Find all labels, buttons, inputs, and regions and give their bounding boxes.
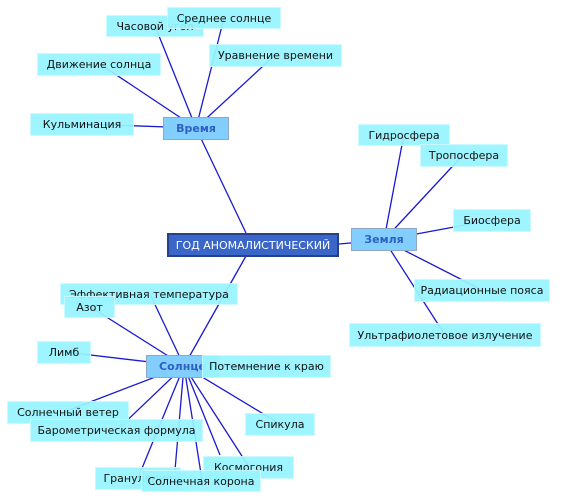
leaf-barometric-formula-label: Барометрическая формула (37, 424, 196, 437)
leaf-radiation-belts-label: Радиационные пояса (420, 284, 544, 297)
edge-sun-cosmogony (183, 365, 250, 468)
edge-time-hour-angle (154, 25, 197, 129)
branch-sun-label: Солнце (159, 360, 206, 373)
leaf-sun-motion-label: Движение солнца (46, 58, 152, 71)
leaf-spicule[interactable]: Спикула (245, 413, 315, 436)
leaf-limb[interactable]: Лимб (37, 341, 91, 364)
leaf-mean-sun[interactable]: Среднее солнце (167, 7, 281, 29)
leaf-spicule-label: Спикула (255, 418, 305, 431)
leaf-solar-wind-label: Солнечный ветер (17, 406, 119, 419)
leaf-limb-darkening[interactable]: Потемнение к краю (202, 355, 331, 378)
leaf-ultraviolet[interactable]: Ультрафиолетовое излучение (349, 323, 541, 347)
branch-earth[interactable]: Земля (351, 228, 417, 251)
branch-time-label: Время (176, 122, 216, 135)
leaf-culmination-label: Кульминация (42, 118, 122, 131)
root-node[interactable]: ГОД АНОМАЛИСТИЧЕСКИЙ (167, 233, 339, 257)
leaf-troposphere-label: Тропосфера (428, 149, 500, 162)
leaf-ultraviolet-label: Ультрафиолетовое излучение (357, 328, 533, 342)
leaf-limb-label: Лимб (48, 346, 80, 359)
edge-earth-troposphere (383, 154, 464, 241)
leaf-radiation-belts[interactable]: Радиационные пояса (414, 279, 550, 302)
leaf-nitrogen[interactable]: Азот (64, 296, 115, 318)
leaf-biosphere-label: Биосфера (463, 214, 521, 227)
leaf-equation-of-time-label: Уравнение времени (217, 49, 334, 62)
edge-sun-extra-2 (183, 365, 221, 456)
edge-root-sun (183, 255, 247, 367)
leaf-solar-wind[interactable]: Солнечный ветер (7, 401, 129, 424)
leaf-hydrosphere[interactable]: Гидросфера (358, 124, 450, 146)
edge-earth-hydrosphere (383, 133, 405, 241)
branch-sun[interactable]: Солнце (146, 355, 219, 378)
edge-sun-efftemp (149, 293, 185, 367)
branch-time[interactable]: Время (163, 117, 229, 140)
leaf-barometric-formula[interactable]: Барометрическая формула (30, 419, 203, 442)
edge-time-equation (195, 54, 276, 129)
edge-root-time (195, 127, 247, 234)
leaf-culmination[interactable]: Кульминация (30, 113, 134, 136)
leaf-limb-darkening-label: Потемнение к краю (209, 360, 324, 373)
leaf-equation-of-time[interactable]: Уравнение времени (209, 44, 342, 67)
leaf-mean-sun-label: Среднее солнце (176, 11, 272, 25)
leaf-solar-corona[interactable]: Солнечная корона (141, 470, 261, 492)
leaf-sun-motion[interactable]: Движение солнца (37, 53, 161, 76)
edge-time-mean-sun (195, 17, 225, 129)
leaf-biosphere[interactable]: Биосфера (453, 209, 531, 232)
edge-sun-extra-1 (174, 365, 185, 471)
branch-earth-label: Земля (364, 233, 404, 246)
leaf-solar-corona-label: Солнечная корона (147, 474, 255, 488)
leaf-nitrogen-label: Азот (76, 300, 103, 314)
leaf-troposphere[interactable]: Тропосфера (420, 144, 508, 167)
root-label: ГОД АНОМАЛИСТИЧЕСКИЙ (175, 238, 331, 252)
leaf-hydrosphere-label: Гидросфера (368, 128, 440, 142)
